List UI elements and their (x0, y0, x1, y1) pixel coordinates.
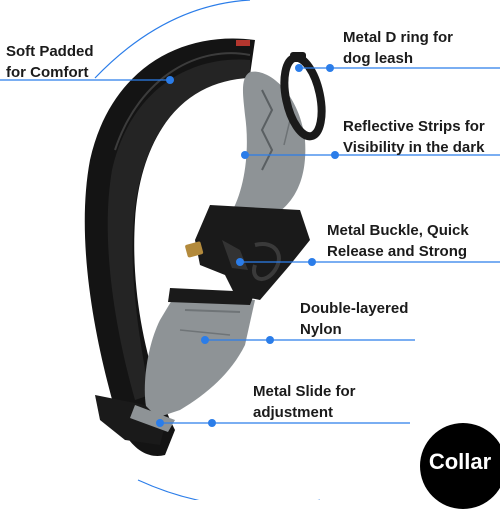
nylon-strap-bottom (144, 295, 255, 420)
callout-dot-nylon-end (266, 336, 274, 344)
label-soft-padded-line2: for Comfort (6, 64, 89, 81)
callout-dot-buckle (236, 258, 244, 266)
label-d-ring-line1: Metal D ring for (343, 29, 454, 46)
label-buckle-line1: Metal Buckle, Quick (327, 222, 469, 239)
callout-dot-soft (166, 76, 174, 84)
label-slide: Metal Slide for adjustment (253, 381, 356, 423)
decorative-arc (94, 0, 251, 79)
label-nylon: Double-layered Nylon (300, 298, 408, 340)
callout-lines (0, 67, 500, 424)
callout-dot-reflective (241, 151, 249, 159)
callout-dot-dring-end (326, 64, 334, 72)
collar-badge-label: Collar (428, 449, 492, 474)
label-d-ring-line2: dog leash (343, 50, 414, 67)
metal-slide (95, 395, 165, 445)
callout-dot-reflective-end (331, 151, 339, 159)
decorative-arc-lower (137, 479, 320, 500)
label-buckle-line2: Release and Strong (327, 243, 468, 260)
label-nylon-line1: Double-layered (300, 300, 409, 317)
label-nylon-line2: Nylon (300, 321, 342, 338)
label-soft-padded: Soft Padded for Comfort (6, 41, 94, 83)
buckle-gold-latch (185, 241, 204, 258)
padded-band-inner (107, 59, 251, 400)
metal-buckle (195, 205, 310, 300)
label-reflective-line2: Visibility in the dark (343, 139, 485, 156)
callout-dot-dring (295, 64, 303, 72)
callout-dot-slide-end (208, 419, 216, 427)
label-slide-line2: adjustment (253, 404, 334, 421)
label-reflective: Reflective Strips for Visibility in the … (343, 116, 485, 158)
label-buckle: Metal Buckle, Quick Release and Strong (327, 220, 469, 262)
label-slide-line1: Metal Slide for (253, 383, 356, 400)
label-d-ring: Metal D ring for dog leash (343, 27, 453, 69)
label-reflective-line1: Reflective Strips for (343, 118, 485, 135)
callout-dot-buckle-end (308, 258, 316, 266)
collar-badge: Collar (420, 423, 500, 509)
strap-keeper (168, 288, 255, 305)
label-soft-padded-line1: Soft Padded (6, 43, 94, 60)
callout-dot-nylon (201, 336, 209, 344)
callout-dot-slide (156, 419, 164, 427)
